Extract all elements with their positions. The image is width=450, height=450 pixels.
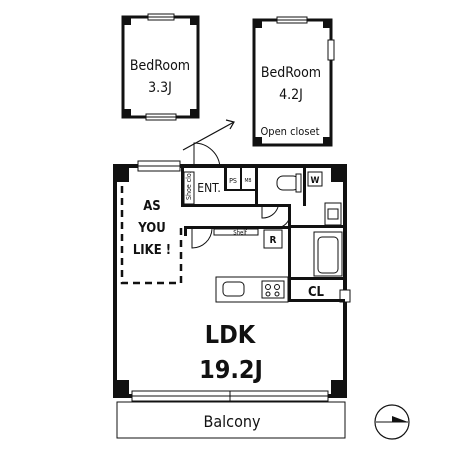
bedroom-3-3j: BedRoom 3.3J — [121, 13, 200, 121]
toilet-icon — [276, 173, 302, 193]
bedroom-b-name: BedRoom — [261, 65, 321, 81]
open-closet-label: Open closet — [261, 125, 320, 138]
ldk-name: LDK — [205, 320, 257, 349]
bedroom-b-size: 4.2J — [279, 87, 303, 103]
shoe-closet-label: Shoe clo. — [185, 171, 193, 200]
sink-icon — [222, 281, 245, 297]
doors — [191, 142, 291, 249]
balcony-windows — [131, 390, 329, 402]
bedroom-a-size: 3.3J — [148, 80, 172, 96]
closet-label: CL — [308, 285, 325, 300]
washer-icon: W — [307, 171, 323, 187]
option-arrow — [182, 119, 235, 151]
interior-walls — [181, 166, 345, 302]
shelf-label: Shelf — [233, 230, 247, 237]
kitchen-counter — [215, 276, 289, 303]
as-you-like-line1: AS — [143, 199, 160, 214]
balcony: Balcony — [116, 401, 346, 439]
refrigerator-icon: R — [263, 229, 283, 249]
as-you-like-area: AS YOU LIKE ! — [120, 186, 183, 285]
as-you-like-line3: LIKE ! — [133, 243, 171, 258]
bathtub-icon — [313, 231, 343, 277]
bedroom-4-2j: BedRoom 4.2J Open closet — [252, 16, 335, 147]
washer-label: W — [311, 176, 320, 186]
as-you-like-line2: YOU — [137, 221, 165, 236]
top-window — [137, 160, 181, 172]
compass-icon — [374, 404, 410, 440]
mb-label: MB — [245, 178, 252, 184]
bedroom-a-name: BedRoom — [130, 58, 190, 74]
balcony-label: Balcony — [203, 412, 261, 431]
stove-icon — [261, 280, 285, 299]
wash-basin-icon — [324, 202, 342, 226]
entrance-label: ENT. — [197, 181, 221, 195]
ldk-size: 19.2J — [199, 355, 263, 384]
refrigerator-label: R — [270, 235, 277, 246]
entrance: Shoe clo. ENT. — [183, 171, 221, 205]
ps-label: PS — [229, 177, 237, 185]
shelf: Shelf — [213, 228, 259, 237]
